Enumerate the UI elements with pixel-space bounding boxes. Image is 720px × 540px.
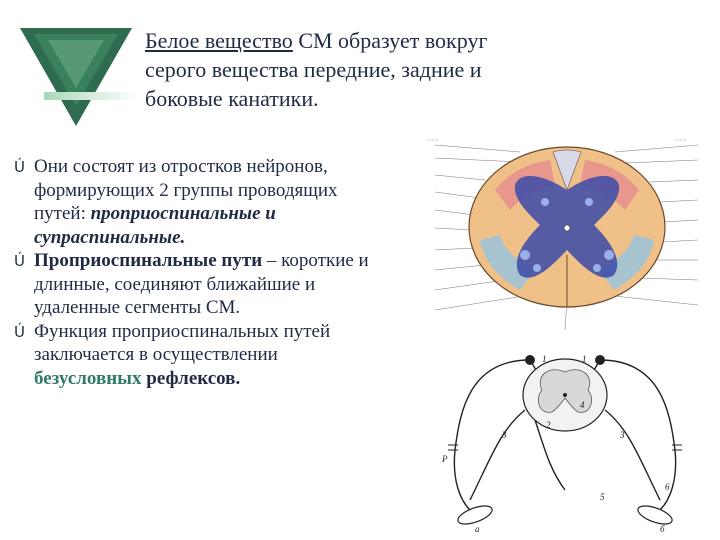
fig-label-2: 2 xyxy=(546,420,551,430)
bullet-3-bold-end: рефлексов. xyxy=(146,367,241,389)
bullet-2-text: – короткие и длинные, соединяют ближайши… xyxy=(34,250,369,318)
bullet-marker-icon: Ú xyxy=(14,252,25,270)
fig-label-1a: 1 xyxy=(542,354,547,364)
bullet-1-text: Они состоят из отростков нейронов, форми… xyxy=(34,156,338,224)
fig-label-a: а xyxy=(475,524,480,534)
bullet-marker-icon: Ú xyxy=(14,158,25,176)
title-line3: боковые канатики. xyxy=(145,86,319,111)
title-line1-rest: СМ образует вокруг xyxy=(292,28,488,53)
bullet-1: Ú Они состоят из отростков нейронов, фор… xyxy=(14,155,384,249)
fig-label-3b: 3 xyxy=(619,430,625,440)
title-line2: серого вещества передние, задние и xyxy=(145,57,482,82)
svg-text:·····: ····· xyxy=(427,137,439,144)
bullet-2-bold: Проприоспинальные пути xyxy=(34,250,263,271)
fig-label-5: 5 xyxy=(600,492,605,502)
bullet-2: Ú Проприоспинальные пути – короткие и дл… xyxy=(14,249,384,320)
bullet-marker-icon: Ú xyxy=(14,322,25,341)
svg-text:·····: ····· xyxy=(675,137,687,144)
bullet-list: Ú Они состоят из отростков нейронов, фор… xyxy=(14,155,384,390)
fig-label-6: 6 xyxy=(665,482,670,492)
bullet-3-highlight: безусловных xyxy=(34,367,142,389)
bullet-3: Ú Функция проприоспинальных путей заключ… xyxy=(14,320,384,391)
fig-label-p: Р xyxy=(441,454,448,464)
fig-label-3a: 3 xyxy=(501,430,507,440)
bullet-1-emphasis: проприоспинальные и супраспинальные. xyxy=(34,203,276,248)
spinal-cord-cross-section-image: ····· ····· xyxy=(427,137,699,331)
slide-title: Белое вещество СМ образует вокруг серого… xyxy=(145,26,645,113)
reflex-arc-diagram: 1 1 2 3 3 4 5 6 а б Р xyxy=(441,354,682,534)
fig-label-1b: 1 xyxy=(582,354,587,364)
bullet-3-text: Функция проприоспинальных путей заключае… xyxy=(34,320,331,366)
fig-label-4: 4 xyxy=(580,400,585,410)
title-underlined: Белое вещество xyxy=(145,28,293,53)
fig-label-b: б xyxy=(660,524,665,534)
logo xyxy=(20,28,138,126)
